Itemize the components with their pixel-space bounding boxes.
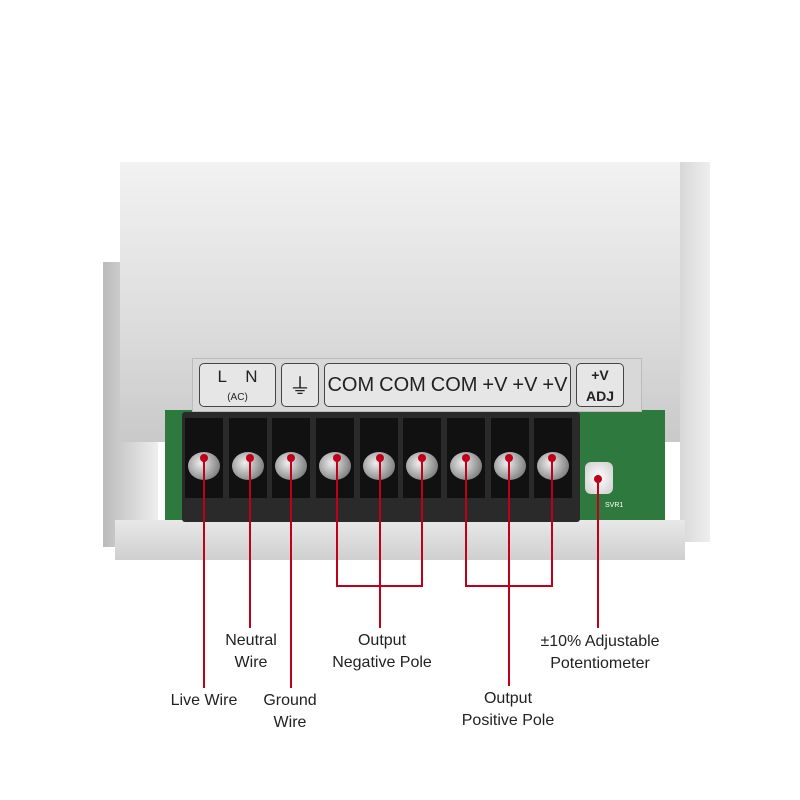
mounting-base: [115, 520, 685, 560]
case-side: [680, 162, 710, 542]
ground-symbol: ⏚: [281, 363, 319, 407]
ac-label: L N(AC): [199, 363, 276, 407]
live-wire-label: Live Wire: [170, 692, 238, 709]
pcb-marking: SVR1: [605, 502, 624, 509]
